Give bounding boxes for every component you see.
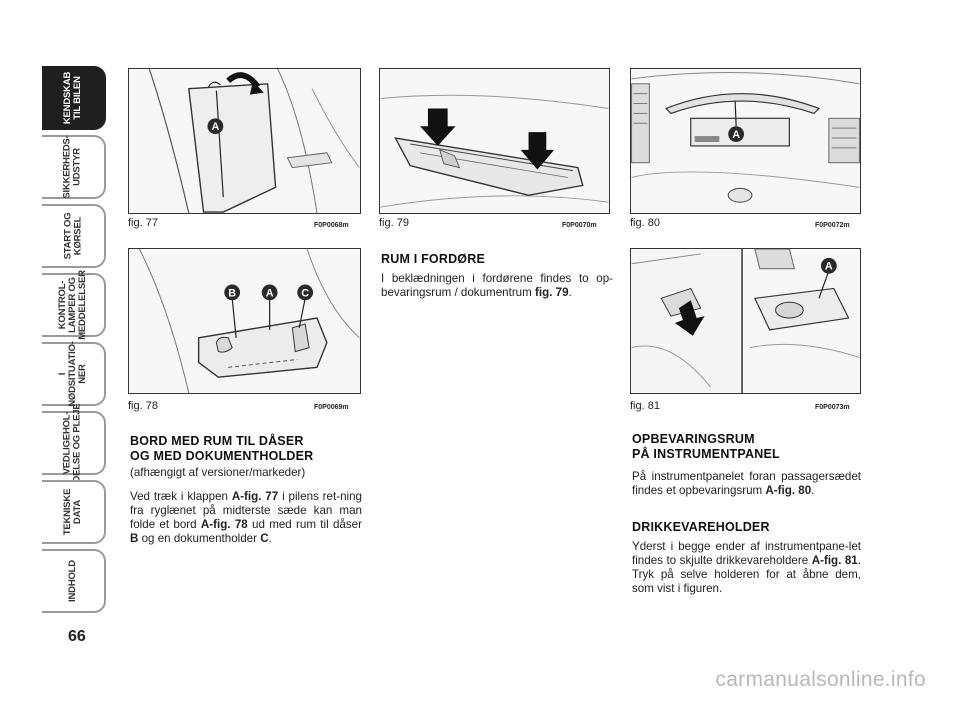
chapter-tabs: KENDSKAB TIL BILEN SIKKERHEDS- UDSTYR ST… — [42, 66, 108, 618]
tab-kendskab-til-bilen[interactable]: KENDSKAB TIL BILEN — [42, 66, 106, 130]
tab-vedligeholdelse[interactable]: VEDLIGEHOL- DELSE OG PLEJE — [42, 403, 106, 483]
tab-start-og-korsel[interactable]: START OG KØRSEL — [42, 204, 106, 268]
fig80-code: F0P0072m — [815, 222, 850, 229]
text-span: i pilens ret-ning fra ryglænet på midter… — [130, 490, 362, 531]
section-rum-title: RUM I FORDØRE — [381, 252, 485, 266]
tab-label: INDHOLD — [67, 560, 78, 602]
marker-b: B — [228, 287, 236, 299]
text-span: og en dokumentholder — [138, 532, 261, 545]
tab-label: TEKNISKE DATA — [62, 488, 83, 536]
cup-holder-illustration: A — [631, 249, 860, 393]
tab-label: START OG KØRSEL — [62, 212, 83, 260]
tab-indhold[interactable]: INDHOLD — [42, 549, 106, 613]
figure-79-image — [379, 68, 610, 214]
fig78-caption: fig. 78 — [128, 400, 158, 412]
section-drikke-title: DRIKKEVAREHOLDER — [632, 520, 770, 534]
section-opbevaring-title-line2: PÅ INSTRUMENTPANEL — [632, 447, 780, 461]
section-bord-title: BORD MED RUM TIL DÅSER OG MED DOKUMENTHO… — [130, 434, 313, 464]
text-span: . — [811, 484, 815, 497]
fig78-code: F0P0069m — [314, 404, 349, 411]
tab-label: KENDSKAB TIL BILEN — [62, 71, 83, 125]
figure-ref: fig. 79 — [535, 286, 569, 299]
text-span: I beklædningen i fordørene findes to op-… — [381, 272, 613, 299]
figure-ref: A-fig. 80 — [765, 484, 812, 497]
tab-label: SIKKERHEDS- UDSTYR — [62, 135, 84, 199]
section-bord-body: Ved træk i klappen A-fig. 77 i pilens re… — [130, 490, 362, 546]
figure-ref: B — [130, 532, 139, 545]
marker-a: A — [266, 287, 274, 299]
section-opbevaring-title: OPBEVARINGSRUM PÅ INSTRUMENTPANEL — [632, 432, 780, 462]
figure-ref: A-fig. 81 — [811, 554, 858, 567]
tab-sikkerhedsudstyr[interactable]: SIKKERHEDS- UDSTYR — [42, 135, 106, 199]
tab-nodsituationer[interactable]: I NØDSITUATIO- NER — [42, 341, 106, 407]
fig80-caption: fig. 80 — [630, 217, 660, 229]
section-bord-title-line1: BORD MED RUM TIL DÅSER — [130, 434, 304, 448]
figure-78-image: B A C — [128, 248, 361, 394]
section-rum-body: I beklædningen i fordørene findes to op-… — [381, 272, 613, 300]
page-number: 66 — [68, 628, 86, 645]
tab-tekniske-data[interactable]: TEKNISKE DATA — [42, 480, 106, 544]
figure-81-image: A — [630, 248, 861, 394]
marker-a: A — [825, 261, 833, 273]
watermark: carmanualsonline.info — [715, 668, 926, 691]
text-span: ud med rum til dåser — [247, 518, 362, 531]
tab-label: KONTROL- LAMPER OG MEDDELELSER — [57, 270, 88, 340]
marker-c: C — [301, 287, 309, 299]
text-span: Ved træk i klappen — [130, 490, 232, 503]
fig77-code: F0P0068m — [314, 222, 349, 229]
figure-80-image: A — [630, 68, 861, 214]
text-span: Yderst i begge ender af instrumentpane-l… — [632, 540, 861, 567]
fig79-code: F0P0070m — [562, 222, 597, 229]
tab-kontrollamper[interactable]: KONTROL- LAMPER OG MEDDELELSER — [42, 270, 106, 340]
text-span: På instrumentpanelet foran passagersædet… — [632, 470, 861, 497]
fig81-caption: fig. 81 — [630, 400, 660, 412]
door-pocket-illustration — [380, 69, 609, 213]
fig79-caption: fig. 79 — [379, 217, 409, 229]
figure-ref: A-fig. 78 — [200, 518, 248, 531]
text-span: . Tryk på selve holderen for at åbne dem… — [632, 554, 861, 595]
fold-out-table-illustration: B A C — [129, 249, 360, 393]
text-span: . — [268, 532, 272, 545]
section-opbevaring-title-line1: OPBEVARINGSRUM — [632, 432, 755, 446]
tab-label: I NØDSITUATIO- NER — [57, 341, 89, 407]
section-bord-subtitle: (afhængigt af versioner/markeder) — [130, 466, 306, 479]
fig77-caption: fig. 77 — [128, 217, 158, 229]
text-span: . — [568, 286, 572, 299]
figure-ref: A-fig. 77 — [231, 490, 279, 503]
marker-a: A — [211, 121, 219, 133]
section-bord-title-line2: OG MED DOKUMENTHOLDER — [130, 449, 314, 463]
section-drikke-body: Yderst i begge ender af instrumentpane-l… — [632, 540, 861, 596]
seat-back-flap-illustration: A — [129, 69, 360, 213]
marker-a: A — [732, 129, 740, 141]
dashboard-storage-illustration: A — [631, 69, 860, 213]
fig81-code: F0P0073m — [815, 404, 850, 411]
section-opbevaring-body: På instrumentpanelet foran passagersædet… — [632, 470, 861, 498]
figure-ref: C — [260, 532, 269, 545]
tab-label: VEDLIGEHOL- DELSE OG PLEJE — [62, 403, 83, 483]
figure-77-image: A — [128, 68, 361, 214]
